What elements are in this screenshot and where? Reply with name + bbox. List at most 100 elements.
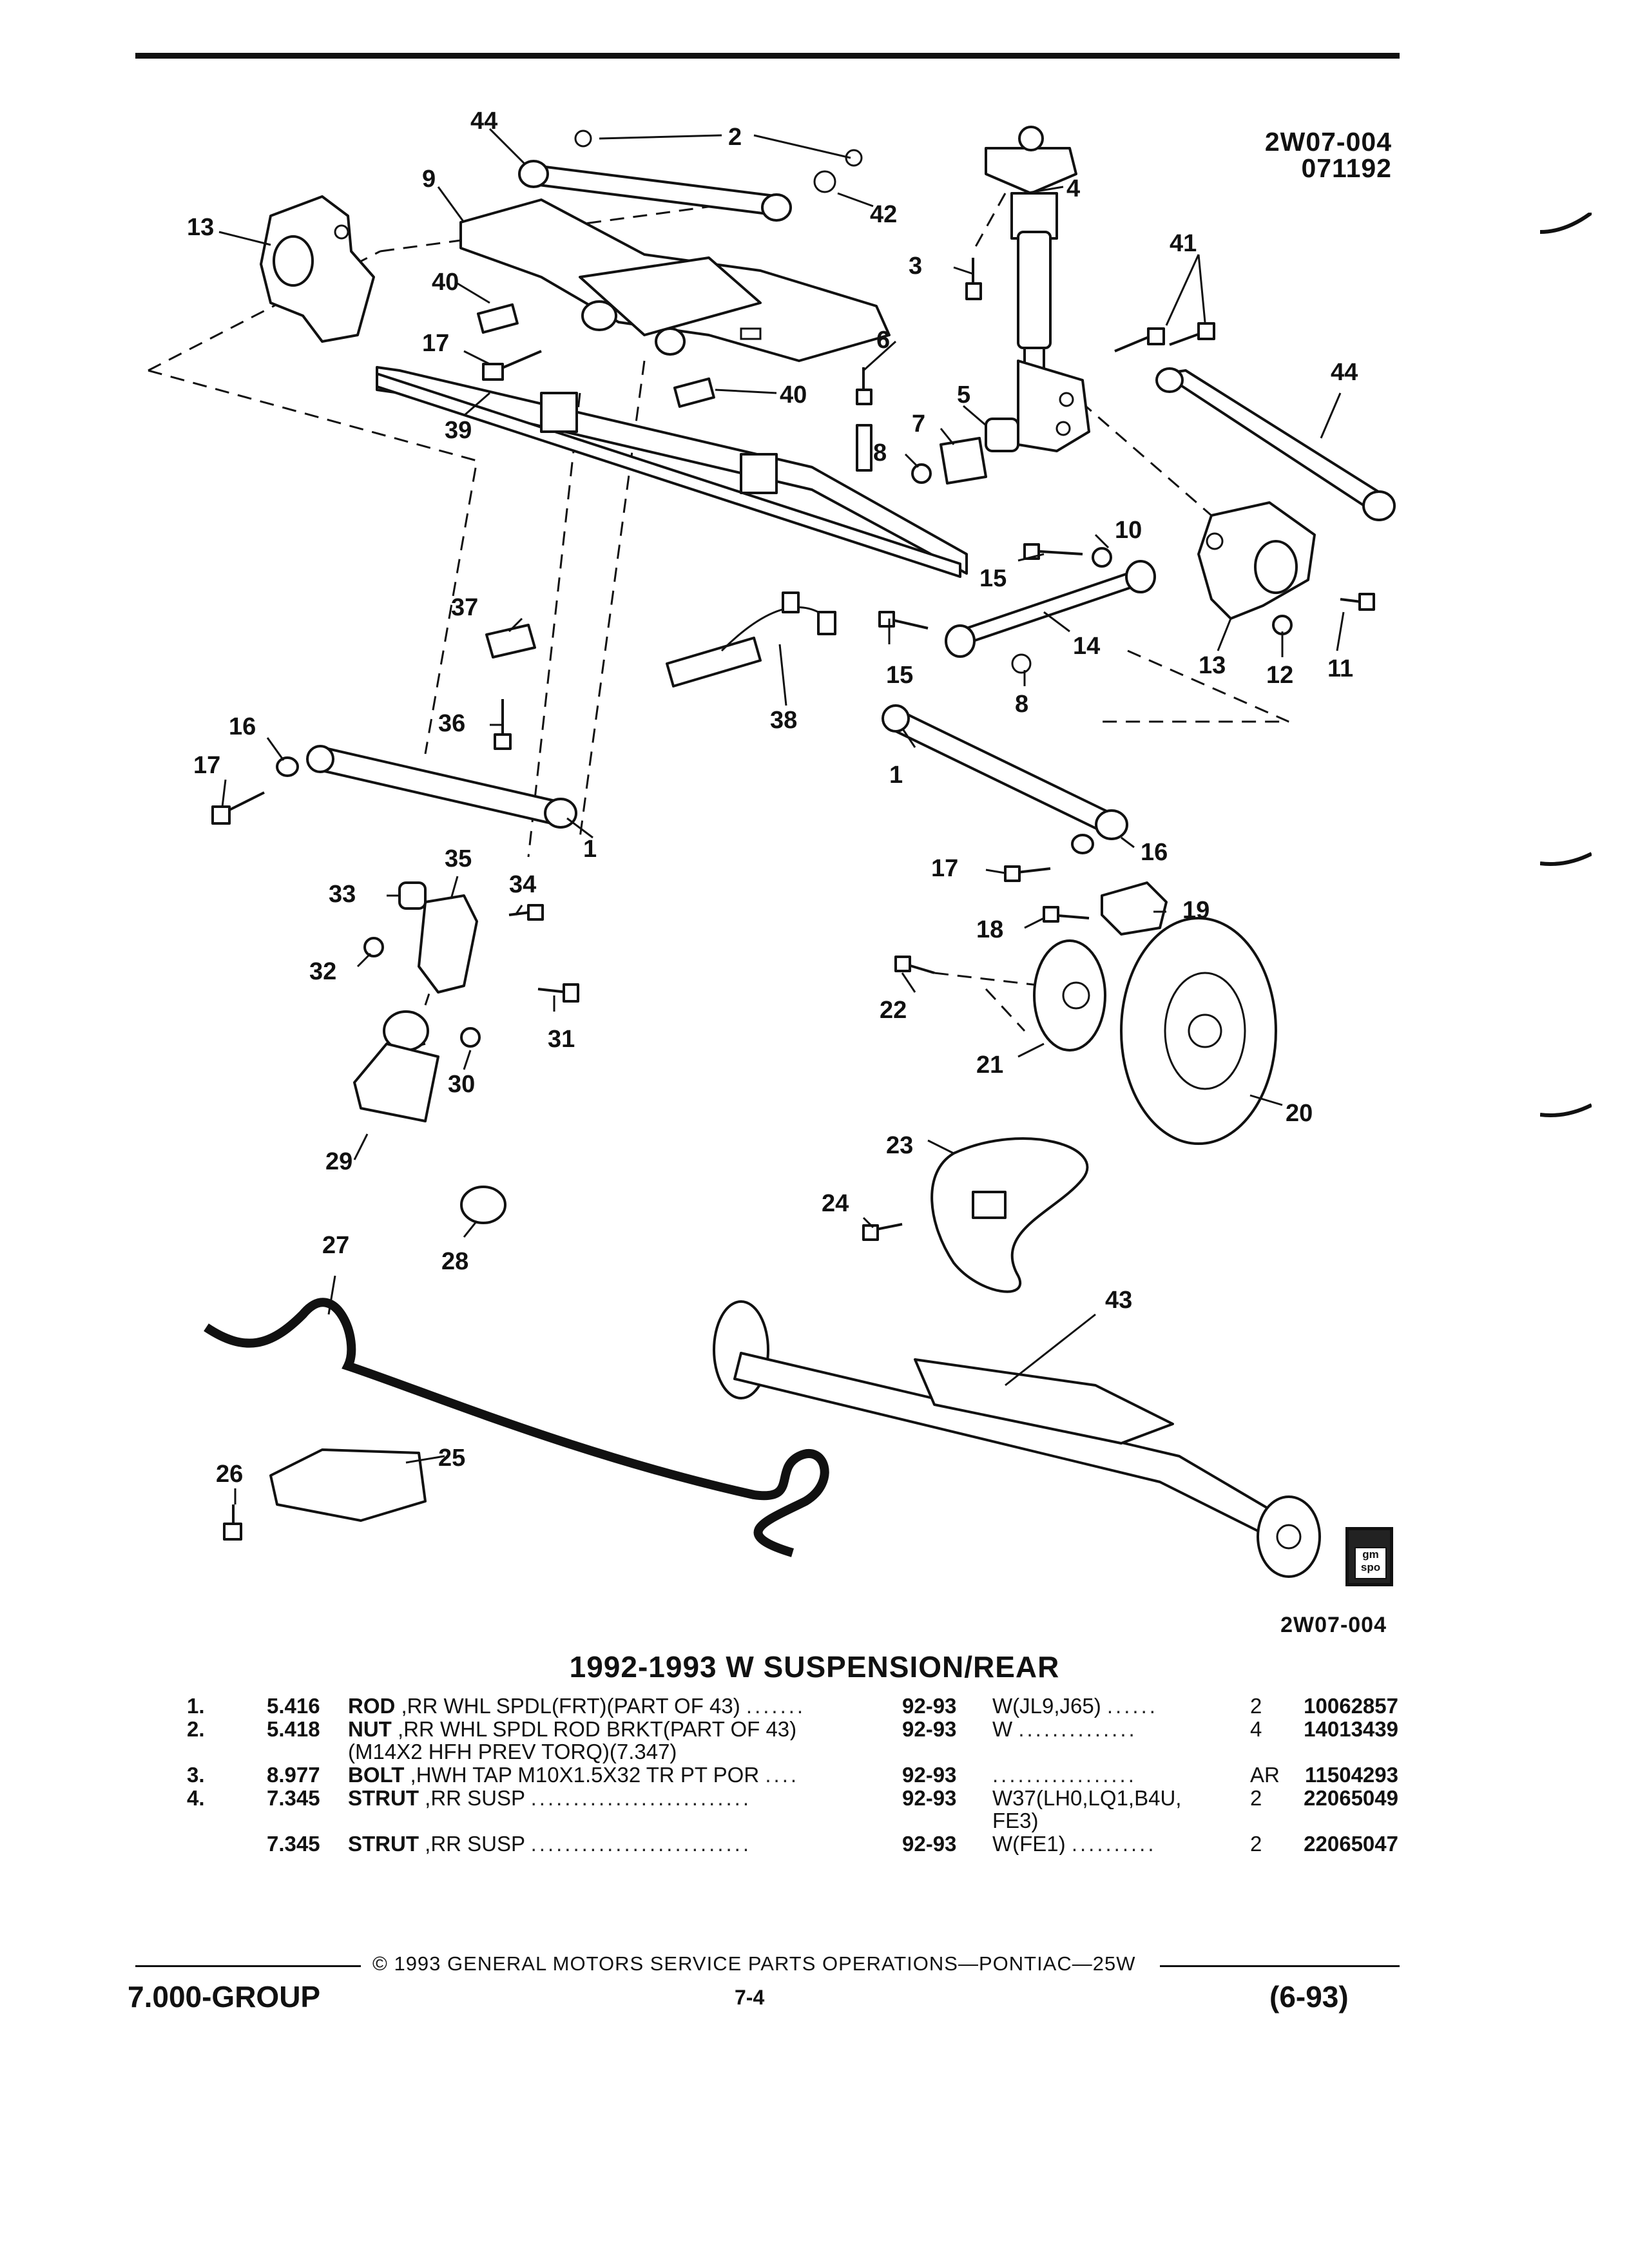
callout-26: 26	[216, 1461, 243, 1488]
callout-34: 34	[509, 871, 536, 898]
group-number: 7.345	[267, 1785, 320, 1810]
part-description-continuation: (M14X2 HFH PREV TORQ)(7.347)	[348, 1740, 677, 1763]
figure-date-code: 071192	[1301, 153, 1392, 183]
upper-link-44-right	[1155, 367, 1396, 521]
leader-lines	[218, 128, 1345, 1504]
part-name: STRUT	[348, 1832, 419, 1856]
bolt-15-upper-head	[1023, 543, 1040, 560]
item-number: 1.	[187, 1694, 205, 1718]
item-number: 2.	[187, 1716, 205, 1741]
bolt-18-head	[1043, 906, 1059, 923]
part-detail: ,RR WHL SPDL(FRT)(PART OF 43)	[395, 1695, 740, 1718]
bolt-6	[856, 367, 872, 405]
quantity: 2	[1250, 1785, 1262, 1810]
application: .................	[992, 1763, 1250, 1787]
callout-20: 20	[1286, 1100, 1313, 1127]
callout-21: 21	[976, 1052, 1003, 1079]
callout-6: 6	[876, 327, 890, 354]
callout-numbers: 44 2 9 42 13 4 3 41 40 17 6 40 44 39 5 7…	[187, 108, 1358, 1488]
footer-rule-right	[1160, 1965, 1400, 1967]
callout-22: 22	[880, 997, 907, 1024]
part-name: BOLT	[348, 1763, 405, 1787]
group-number: 5.418	[267, 1716, 320, 1741]
table-row-continuation: FE3)	[187, 1809, 1398, 1832]
figure-code-top: 2W07-004	[1264, 127, 1392, 157]
quantity: 2	[1250, 1831, 1262, 1856]
application-text: W(JL9,J65)	[992, 1695, 1101, 1718]
callout-40a: 40	[432, 269, 459, 296]
application-text: W	[992, 1717, 1013, 1741]
part-number: 10062857	[1304, 1694, 1398, 1718]
part-detail: ,RR SUSP	[419, 1786, 525, 1810]
callout-12: 12	[1266, 662, 1293, 689]
top-rule	[135, 53, 1400, 59]
table-row-continuation: (M14X2 HFH PREV TORQ)(7.347)	[187, 1740, 1398, 1763]
part-name: NUT	[348, 1717, 392, 1741]
part-description: BOLT ,HWH TAP M10X1.5X32 TR PT POR ....	[348, 1763, 902, 1787]
callout-24: 24	[822, 1190, 849, 1217]
bracket-19	[1101, 881, 1168, 936]
nut-12	[1272, 615, 1293, 635]
callout-5: 5	[957, 381, 970, 408]
quantity: 2	[1250, 1694, 1262, 1718]
rotor-20	[1120, 917, 1277, 1145]
crossmember-9	[459, 198, 891, 362]
copyright-notice: © 1993 GENERAL MOTORS SERVICE PARTS OPER…	[372, 1952, 1136, 1975]
bolt-11-head	[1358, 593, 1375, 611]
callout-19: 19	[1182, 897, 1210, 924]
leader-dots: ..............	[1018, 1717, 1137, 1741]
callout-40b: 40	[780, 381, 807, 408]
part-detail: ,RR SUSP	[419, 1832, 525, 1856]
part-name: ROD	[348, 1695, 396, 1718]
callout-27: 27	[322, 1232, 349, 1259]
callout-39: 39	[445, 417, 472, 444]
brake-line-38	[666, 591, 836, 687]
callout-17b: 17	[193, 752, 220, 779]
part-description: STRUT ,RR SUSP .........................…	[348, 1832, 902, 1856]
callout-17a: 17	[422, 330, 449, 357]
part-detail: ,RR WHL SPDL ROD BRKT(PART OF 43)	[391, 1717, 797, 1741]
callout-16b: 16	[1141, 839, 1168, 866]
bolt-3	[965, 258, 982, 300]
application: W ..............	[992, 1718, 1250, 1741]
callout-43: 43	[1105, 1287, 1132, 1314]
application: W(JL9,J65) ......	[992, 1695, 1250, 1718]
leader-dots: ....	[765, 1763, 800, 1787]
callout-14: 14	[1073, 633, 1100, 660]
callout-31: 31	[548, 1026, 575, 1053]
callout-32: 32	[309, 958, 336, 985]
callout-42: 42	[870, 201, 897, 228]
page-number: 7-4	[735, 1986, 765, 2009]
section-title: 1992-1993 W SUSPENSION/REAR	[569, 1650, 1060, 1684]
callout-3: 3	[909, 253, 922, 280]
bolts-41	[1114, 322, 1215, 352]
figure-code: 2W07-004 071192	[1218, 129, 1392, 182]
model-years: 92-93	[902, 1694, 957, 1718]
nut-10	[1092, 547, 1112, 568]
footer-rule-left	[135, 1965, 361, 1967]
application: W(FE1) ..........	[992, 1832, 1250, 1856]
strut-4	[985, 126, 1090, 452]
bolt-17-upper	[482, 350, 542, 381]
callout-7: 7	[912, 410, 925, 437]
quantity: AR	[1250, 1762, 1280, 1787]
leader-dots: ..........................	[530, 1832, 751, 1856]
knuckle-13-right	[1197, 501, 1316, 620]
item-number: 4.	[187, 1785, 205, 1810]
part-name: STRUT	[348, 1786, 419, 1810]
leader-dots: ..........................	[530, 1786, 751, 1810]
group-number: 5.416	[267, 1694, 320, 1718]
part-number: 14013439	[1304, 1716, 1398, 1741]
callout-16a: 16	[229, 713, 256, 740]
bolt-15-lower-head	[878, 611, 895, 628]
bushing-28	[460, 1186, 506, 1224]
parts-list-table: 1. 5.416 ROD ,RR WHL SPDL(FRT)(PART OF 4…	[187, 1695, 1398, 1855]
group-number: 7.345	[267, 1831, 320, 1856]
part-number: 22065049	[1304, 1785, 1398, 1810]
binder-edge-marks	[1540, 213, 1592, 1117]
part-description: STRUT ,RR SUSP .........................…	[348, 1787, 902, 1810]
callout-11: 11	[1327, 655, 1353, 682]
bracket-25	[269, 1448, 427, 1522]
application-text: W(FE1)	[992, 1832, 1066, 1856]
callout-9: 9	[422, 166, 436, 193]
